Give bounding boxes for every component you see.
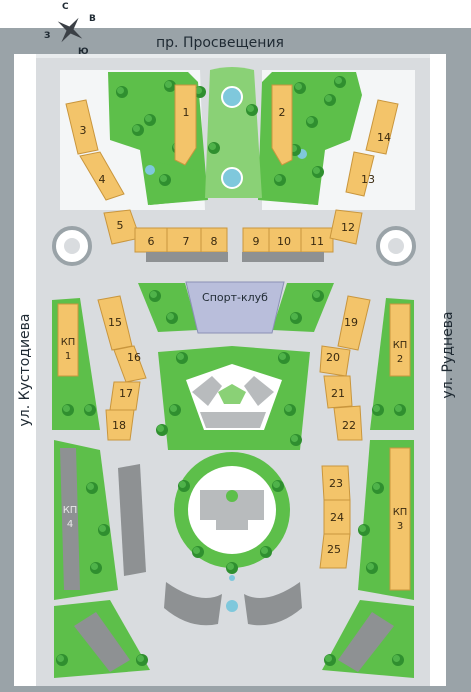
street-label-west: ул. Кустодиева <box>17 314 33 427</box>
svg-text:14: 14 <box>377 131 391 144</box>
grey-building-west <box>118 464 146 576</box>
park-nw-lower <box>148 160 205 205</box>
building-19[interactable]: 19 <box>337 295 371 351</box>
svg-text:22: 22 <box>342 419 356 432</box>
svg-text:6: 6 <box>148 235 155 248</box>
fountain-south <box>226 600 238 612</box>
street-south <box>0 686 471 692</box>
street-label-east: ул. Руднева <box>440 311 456 398</box>
svg-text:5: 5 <box>117 219 124 232</box>
fountain-north-2 <box>221 167 243 189</box>
building-9[interactable]: 9 <box>242 227 270 253</box>
kp-1[interactable]: КП 1 <box>57 303 79 377</box>
grey-building-corner-east <box>338 612 394 672</box>
kp-4-label-a: КП <box>63 505 78 516</box>
svg-text:КП: КП <box>393 507 408 518</box>
school-building <box>200 490 264 530</box>
compass-west: З <box>44 31 50 41</box>
svg-text:8: 8 <box>211 235 218 248</box>
garage-west <box>146 252 228 262</box>
street-label-north: пр. Просвещения <box>156 35 284 51</box>
building-6[interactable]: 6 <box>134 227 168 253</box>
compass-east: В <box>89 14 96 24</box>
pond-nw <box>145 165 155 175</box>
svg-text:3: 3 <box>397 521 403 532</box>
building-16[interactable]: 16 <box>113 345 147 383</box>
building-13[interactable]: 13 <box>345 151 375 197</box>
svg-text:4: 4 <box>99 173 106 186</box>
svg-text:17: 17 <box>119 387 133 400</box>
svg-text:3: 3 <box>80 124 87 137</box>
kp-3[interactable]: КП 3 <box>389 447 411 591</box>
svg-text:24: 24 <box>330 511 344 524</box>
building-22[interactable]: 22 <box>333 405 363 441</box>
sport-club[interactable]: Спорт-клуб <box>185 281 285 334</box>
kp-4-label-b: 4 <box>67 519 73 530</box>
svg-text:18: 18 <box>112 419 126 432</box>
building-14[interactable]: 14 <box>365 99 399 155</box>
building-10[interactable]: 10 <box>268 227 302 253</box>
court-building-east <box>244 376 274 406</box>
svg-text:11: 11 <box>310 235 324 248</box>
svg-text:15: 15 <box>108 316 122 329</box>
building-4[interactable]: 4 <box>79 151 125 201</box>
building-12[interactable]: 12 <box>329 209 363 245</box>
svg-text:21: 21 <box>331 387 345 400</box>
building-17[interactable]: 17 <box>109 381 141 411</box>
svg-text:2: 2 <box>279 106 286 119</box>
svg-text:КП: КП <box>393 340 408 351</box>
building-15[interactable]: 15 <box>97 295 133 351</box>
svg-text:10: 10 <box>277 235 291 248</box>
court-building-south <box>200 412 266 428</box>
street-rudneva-road <box>446 50 471 692</box>
building-25[interactable]: 25 <box>319 533 351 569</box>
sidewalk-east <box>430 54 446 692</box>
building-2[interactable]: 2 <box>271 84 293 166</box>
kp-2[interactable]: КП 2 <box>389 303 411 377</box>
garage-east <box>242 252 324 262</box>
building-20[interactable]: 20 <box>319 345 351 377</box>
building-23[interactable]: 23 <box>321 465 351 501</box>
svg-text:1: 1 <box>183 106 190 119</box>
sidewalk-west <box>14 54 36 692</box>
building-24[interactable]: 24 <box>323 499 351 535</box>
kp-4-building[interactable] <box>60 448 80 590</box>
building-1[interactable]: 1 <box>174 84 197 166</box>
court-building-west <box>192 376 222 406</box>
compass-south: Ю <box>78 47 89 57</box>
grey-building-corner-west <box>74 612 130 672</box>
compass <box>57 17 83 43</box>
svg-text:19: 19 <box>344 316 358 329</box>
svg-text:2: 2 <box>397 354 403 365</box>
building-21[interactable]: 21 <box>323 375 353 409</box>
building-7[interactable]: 7 <box>166 227 202 253</box>
svg-text:13: 13 <box>361 173 375 186</box>
park-ne-lower <box>262 160 318 205</box>
grey-building-south-east <box>244 582 302 626</box>
svg-text:23: 23 <box>329 477 343 490</box>
svg-text:КП: КП <box>61 337 76 348</box>
svg-text:16: 16 <box>127 351 141 364</box>
svg-text:7: 7 <box>183 235 190 248</box>
svg-text:9: 9 <box>253 235 260 248</box>
svg-text:Спорт-клуб: Спорт-клуб <box>202 291 268 304</box>
svg-text:12: 12 <box>341 221 355 234</box>
svg-text:20: 20 <box>326 351 340 364</box>
compass-north: С <box>62 2 69 12</box>
building-3[interactable]: 3 <box>65 99 99 155</box>
building-8[interactable]: 8 <box>200 227 228 253</box>
fountain-north-1 <box>221 86 243 108</box>
grey-building-south-west <box>164 582 222 626</box>
building-18[interactable]: 18 <box>105 409 135 441</box>
svg-text:1: 1 <box>65 351 71 362</box>
building-11[interactable]: 11 <box>300 227 334 253</box>
street-prosvescheniya <box>0 28 471 54</box>
street-kustodieva-road <box>0 50 14 692</box>
court-lawn <box>218 384 246 404</box>
svg-text:25: 25 <box>327 543 341 556</box>
park-central-north <box>205 67 262 198</box>
